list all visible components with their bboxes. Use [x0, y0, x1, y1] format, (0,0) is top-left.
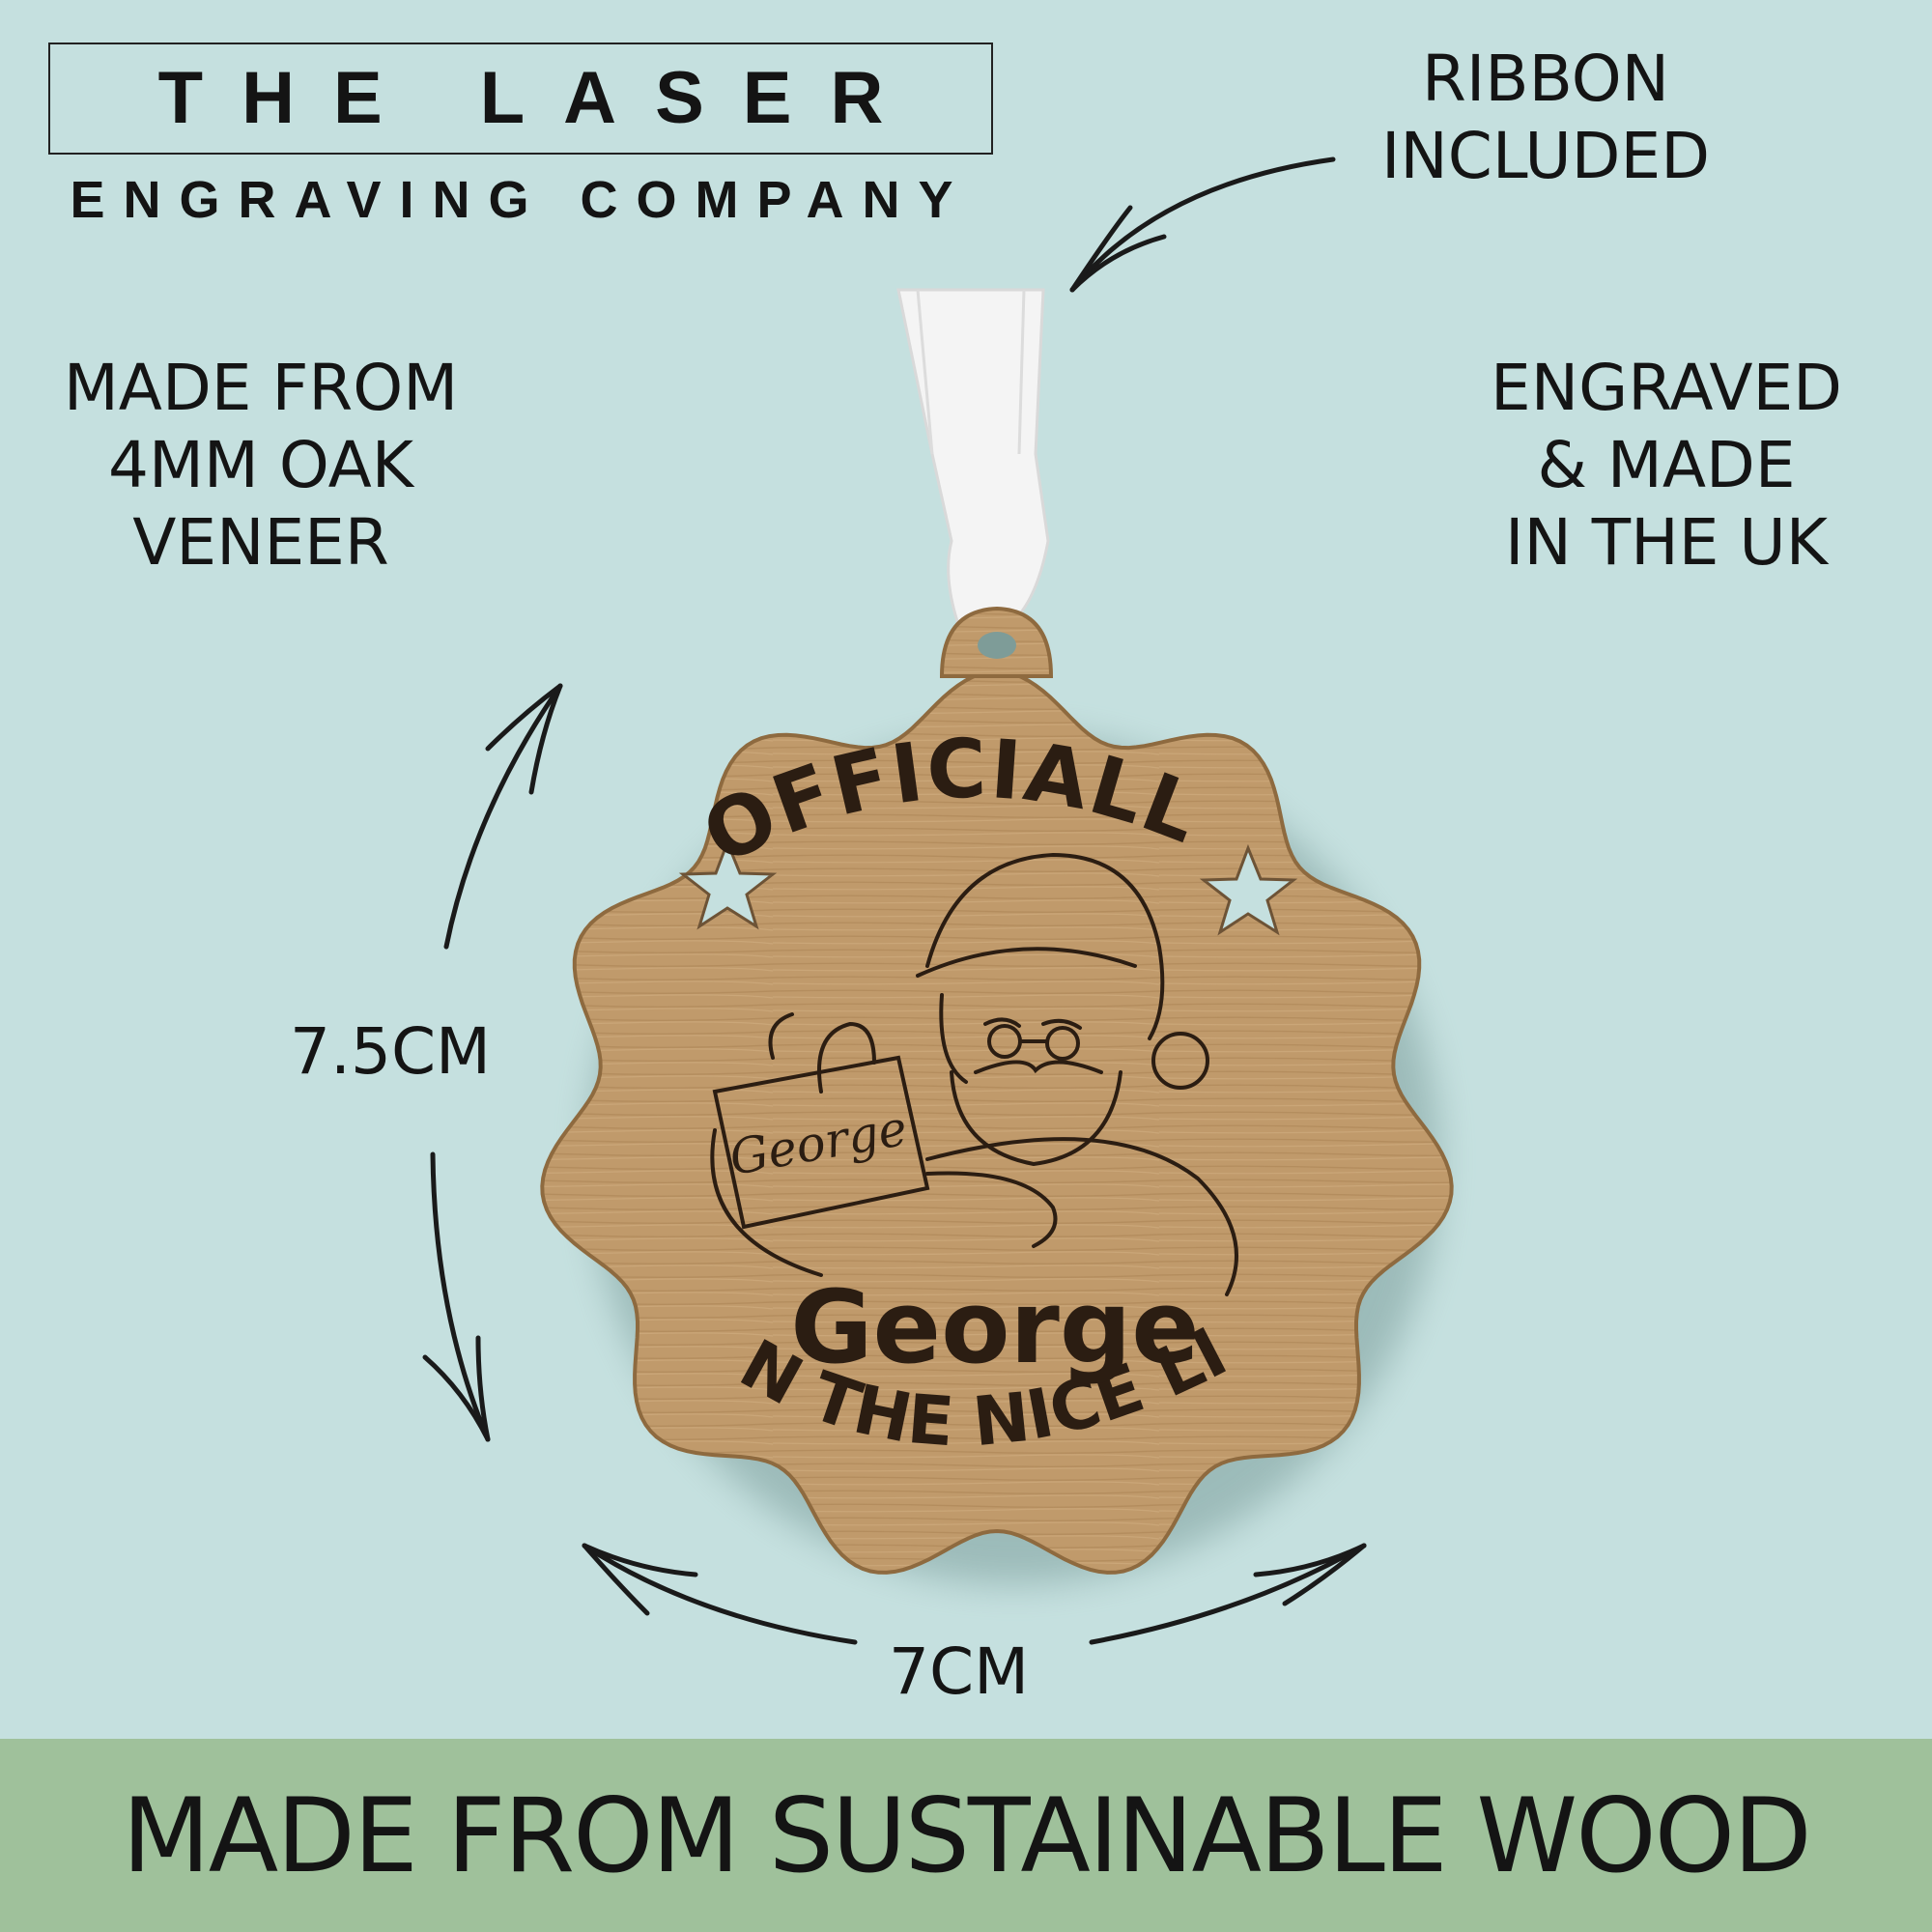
brand-name: THE LASER	[157, 57, 923, 139]
ribbon-arrow-icon	[1069, 156, 1336, 293]
brand-subtitle: ENGRAVING COMPANY	[70, 171, 972, 229]
brand-logo-box: THE LASER	[48, 43, 993, 155]
dimension-arrows	[422, 156, 1367, 1645]
star-cutout-right-icon	[1199, 843, 1298, 936]
width-arrow-right-icon	[1089, 1543, 1367, 1645]
feature-material: MADE FROM 4MM OAK VENEER	[63, 351, 459, 580]
dimension-width: 7CM	[889, 1634, 1030, 1709]
banner-text: MADE FROM SUSTAINABLE WOOD	[122, 1776, 1811, 1895]
bottom-banner: MADE FROM SUSTAINABLE WOOD	[0, 1739, 1932, 1932]
ribbon-arrowhead-icon	[1069, 234, 1167, 293]
width-arrow-left-icon	[582, 1543, 858, 1645]
height-arrow-up-icon	[443, 683, 563, 950]
ornament-name: George	[790, 1268, 1200, 1386]
feature-ribbon: RIBBON INCLUDED	[1380, 42, 1711, 193]
ribbon	[896, 288, 1050, 635]
height-arrow-down-icon	[430, 1151, 491, 1442]
santa-engraving	[710, 852, 1238, 1296]
wooden-ornament: OFFICIALLY ON THE NICE LIST George	[0, 0, 1454, 1575]
star-cutout-left-icon	[678, 838, 778, 930]
product-illustration: OFFICIALLY ON THE NICE LIST George	[0, 0, 1454, 1645]
dimension-height: 7.5CM	[290, 1014, 491, 1089]
feature-origin: ENGRAVED & MADE IN THE UK	[1491, 351, 1842, 580]
